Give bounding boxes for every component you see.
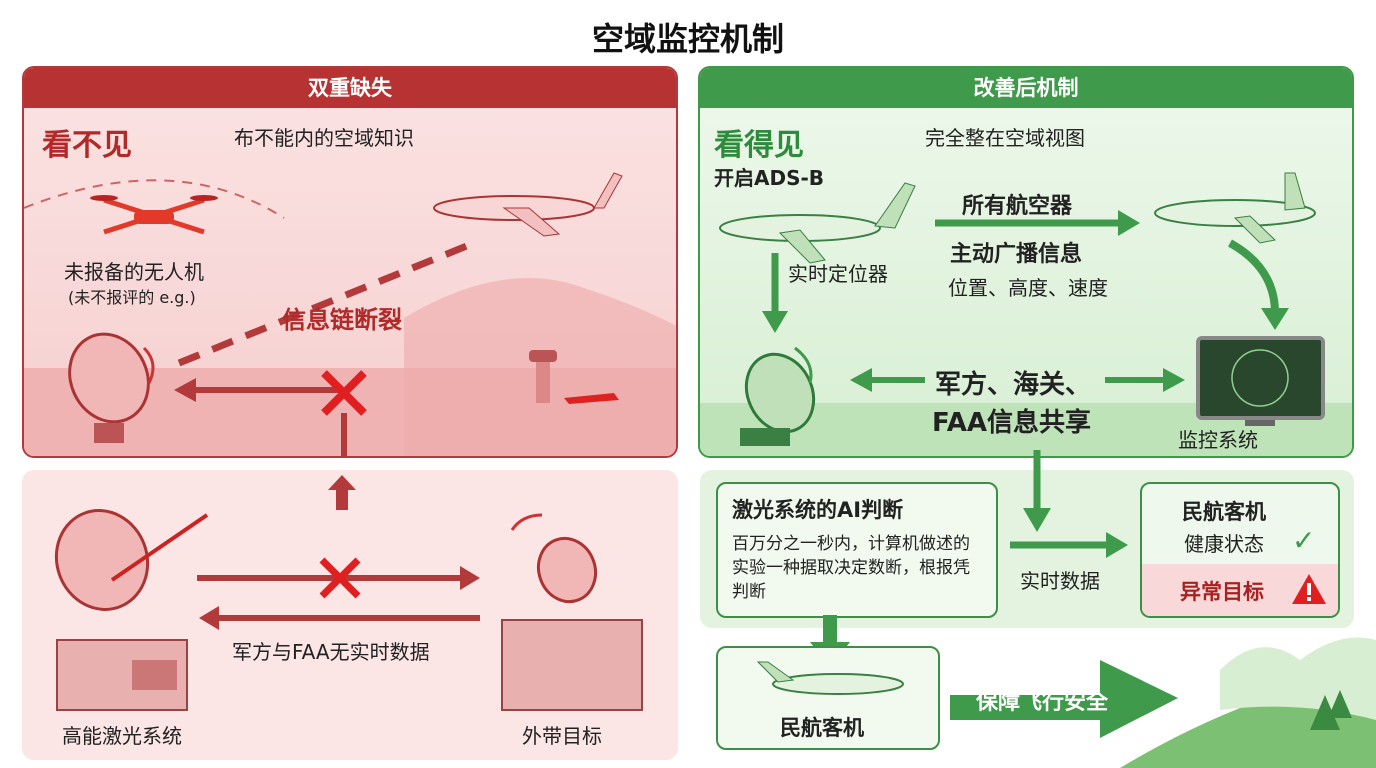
arrow-down-icon xyxy=(1261,308,1289,330)
airplane-icon xyxy=(756,661,904,695)
arrow-down-icon xyxy=(762,311,788,333)
no-data-label: 军方与FAA无实时数据 xyxy=(232,640,430,664)
monitor-label: 监控系统 xyxy=(1178,428,1258,452)
broadcast-label: 主动广播信息 xyxy=(950,242,1083,267)
realtime-locator-label: 实时定位器 xyxy=(788,262,888,286)
arrow-right-icon xyxy=(1106,532,1128,558)
right-panel-top: 改善后机制 看得见 完全整在空域视图 开启ADS-B 所有航空器 主动广播信息 … xyxy=(698,66,1354,458)
realtime-data-label: 实时数据 xyxy=(1020,569,1100,593)
abnormal-row: 异常目标 xyxy=(1142,564,1338,616)
right-heading: 看得见 xyxy=(714,128,804,163)
right-scene xyxy=(719,172,1325,446)
ai-judgement-box: 激光系统的AI判断 百万分之一秒内，计算机做述的实验一种据取决定数断，根报凭判断 xyxy=(716,482,998,618)
drone-label: 未报备的无人机 xyxy=(64,260,204,284)
arrow-left-icon xyxy=(174,378,196,402)
broadcast-detail: 位置、高度、速度 xyxy=(948,276,1108,300)
page-title: 空域监控机制 xyxy=(591,20,784,58)
ai-text: 百万分之一秒内，计算机做述的实验一种据取决定数断，根报凭判断 xyxy=(732,534,970,602)
cross-icon xyxy=(321,370,367,416)
healthy-label: 健康状态 xyxy=(1184,532,1264,556)
civil-aircraft-box: 民航客机 xyxy=(716,646,940,750)
trees-icon xyxy=(1310,690,1352,730)
safety-label: 保障飞行安全 xyxy=(976,690,1109,715)
civil-label-2: 民航客机 xyxy=(780,716,864,740)
airplane-icon xyxy=(1154,172,1316,244)
cross-icon xyxy=(319,557,361,599)
left-panel-top: 双重缺失 看不见 布不能内的空域知识 未报备的无人机 (未不报评的 e.g.) … xyxy=(22,66,678,458)
arrow-left-icon xyxy=(199,606,219,630)
left-header: 双重缺失 xyxy=(24,68,676,108)
adsb-label: 开启ADS-B xyxy=(714,166,825,190)
monitor-icon xyxy=(1196,336,1325,426)
arrow-right-icon xyxy=(1118,210,1140,236)
share-label-2: FAA信息共享 xyxy=(932,408,1092,438)
radar-dish-icon xyxy=(68,332,155,443)
control-tower-icon xyxy=(529,350,619,404)
adsb-airplane-icon xyxy=(719,182,916,264)
target-label: 外带目标 xyxy=(522,724,602,748)
right-panel-middle: 激光系统的AI判断 百万分之一秒内，计算机做述的实验一种据取决定数断，根报凭判断… xyxy=(700,450,1354,628)
laser-system-icon xyxy=(54,509,209,711)
abnormal-label: 异常目标 xyxy=(1180,580,1264,604)
left-bottom-scene xyxy=(54,475,643,711)
left-panel-bottom: 军方与FAA无实时数据 高能激光系统 外带目标 xyxy=(22,470,678,760)
flow-arrows xyxy=(1010,450,1128,558)
civil-label: 民航客机 xyxy=(1182,500,1266,524)
drone-note: (未不报评的 e.g.) xyxy=(68,288,196,307)
check-icon: ✓ xyxy=(1292,524,1316,557)
warning-icon xyxy=(1292,574,1326,604)
arrow-down-icon xyxy=(328,475,356,510)
arrow-down-icon xyxy=(1023,508,1051,532)
airplane-icon xyxy=(433,172,623,237)
status-box: 民航客机 健康状态 ✓ 异常目标 xyxy=(1140,482,1340,618)
safety-arrow xyxy=(950,660,1178,738)
all-aircraft-label: 所有航空器 xyxy=(962,194,1073,219)
arrow-right-icon xyxy=(460,566,480,590)
break-label: 信息链断裂 xyxy=(282,306,402,334)
broken-link-line xyxy=(177,239,476,367)
right-header: 改善后机制 xyxy=(700,68,1352,108)
arrow-left-icon xyxy=(850,368,872,392)
left-heading: 看不见 xyxy=(42,128,132,163)
share-label: 军方、海关、 xyxy=(935,370,1092,400)
right-subtitle: 完全整在空域视图 xyxy=(925,126,1085,150)
laser-label: 高能激光系统 xyxy=(62,724,182,748)
radar-dish-icon xyxy=(740,346,816,446)
target-building-icon xyxy=(501,513,643,711)
drone-icon xyxy=(90,195,218,235)
arrow-right-icon xyxy=(1163,368,1185,392)
ai-title: 激光系统的AI判断 xyxy=(732,498,904,522)
left-subtitle: 布不能内的空域知识 xyxy=(234,126,414,150)
